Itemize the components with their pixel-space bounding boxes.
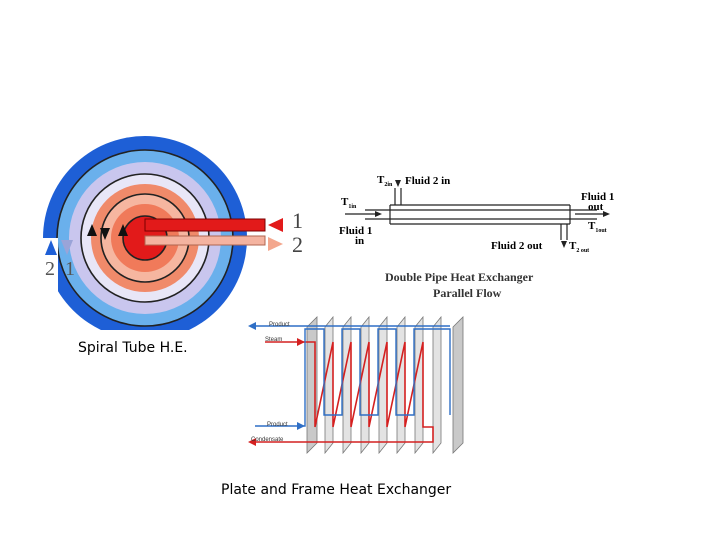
spiral-label-2: 2 bbox=[292, 232, 303, 257]
condensate-out-arrow-icon bbox=[248, 438, 256, 446]
fluid1-out-label: Fluid 1 bbox=[581, 191, 615, 203]
right-arrow-icon bbox=[268, 237, 283, 251]
t2in-subscript: 2in bbox=[384, 182, 393, 189]
heat-plate bbox=[342, 315, 352, 455]
t2out-subscript: 2 out bbox=[576, 248, 590, 255]
steam-in-arrow-icon bbox=[297, 338, 305, 346]
product-bottom-label: Product bbox=[267, 422, 288, 428]
product-out-arrow-icon bbox=[248, 322, 256, 330]
heat-plate bbox=[396, 315, 406, 455]
heat-plate bbox=[378, 315, 388, 455]
lavender-down-arrow-icon bbox=[61, 240, 73, 255]
double-pipe-graphic bbox=[345, 180, 610, 248]
heat-plate bbox=[414, 315, 424, 455]
plate-stack bbox=[306, 315, 464, 455]
spiral-tube-graphic bbox=[30, 136, 283, 340]
fluid2-out-arrow-icon bbox=[561, 241, 567, 248]
condensate-label: Condensate bbox=[251, 437, 284, 443]
warm-pipe bbox=[144, 235, 266, 246]
heat-plate bbox=[432, 315, 442, 455]
t2out-label: T2 out bbox=[569, 240, 589, 254]
plate-frame-caption: Plate and Frame Heat Exchanger bbox=[221, 482, 452, 498]
fluid2-out-label: Fluid 2 out bbox=[491, 240, 543, 252]
t1in-label: T1in bbox=[341, 196, 356, 210]
plate-frame-graphic bbox=[248, 315, 464, 455]
t2in-symbol: T bbox=[377, 174, 385, 186]
spiral-label-1: 1 bbox=[292, 208, 303, 233]
spiral-bottom-label-1: 1 bbox=[65, 258, 75, 280]
t1in-subscript: 1in bbox=[348, 204, 357, 211]
spiral-tube-diagram: 1 2 2 1 bbox=[30, 120, 330, 340]
t1out-symbol: T bbox=[588, 220, 596, 232]
spiral-caption: Spiral Tube H.E. bbox=[78, 340, 188, 356]
fluid1-in-label-2: in bbox=[355, 235, 365, 247]
t1out-subscript: 1out bbox=[595, 228, 607, 235]
t2in-label: T2in bbox=[377, 174, 392, 188]
steam-label: Steam bbox=[265, 337, 283, 343]
product-top-label: Product bbox=[269, 322, 290, 328]
t1in-symbol: T bbox=[341, 196, 349, 208]
heat-plate bbox=[360, 315, 370, 455]
fluid2-in-arrow-icon bbox=[395, 180, 401, 187]
product-flow-path bbox=[255, 328, 451, 427]
fluid1-in-label: Fluid 1 bbox=[339, 225, 373, 237]
fluid1-in-arrow-icon bbox=[375, 211, 382, 217]
up-arrow-icon bbox=[87, 224, 97, 236]
fluid2-in-label: Fluid 2 in bbox=[405, 175, 451, 187]
heat-plate bbox=[324, 315, 334, 455]
fluid1-out-arrow-icon bbox=[603, 211, 610, 217]
up-arrow-icon bbox=[118, 224, 128, 236]
left-arrow-icon bbox=[268, 218, 283, 232]
double-pipe-title: Double Pipe Heat Exchanger bbox=[385, 270, 534, 284]
double-pipe-diagram: T1in T2in Fluid 2 in Fluid 1 out T1out F… bbox=[335, 170, 625, 305]
hot-pipe bbox=[144, 218, 266, 232]
blue-up-arrow-icon bbox=[45, 240, 57, 255]
double-pipe-subtitle: Parallel Flow bbox=[433, 286, 502, 300]
product-in-arrow-icon bbox=[297, 422, 305, 430]
spiral-bottom-label-2: 2 bbox=[45, 258, 55, 280]
plate-frame-diagram: Product Steam Product Condensate bbox=[245, 315, 485, 460]
fluid1-out-label-2: out bbox=[588, 201, 604, 213]
t2out-symbol: T bbox=[569, 240, 577, 252]
down-arrow-icon bbox=[100, 228, 110, 240]
heat-plate bbox=[452, 316, 464, 454]
t1out-label: T1out bbox=[588, 220, 607, 234]
